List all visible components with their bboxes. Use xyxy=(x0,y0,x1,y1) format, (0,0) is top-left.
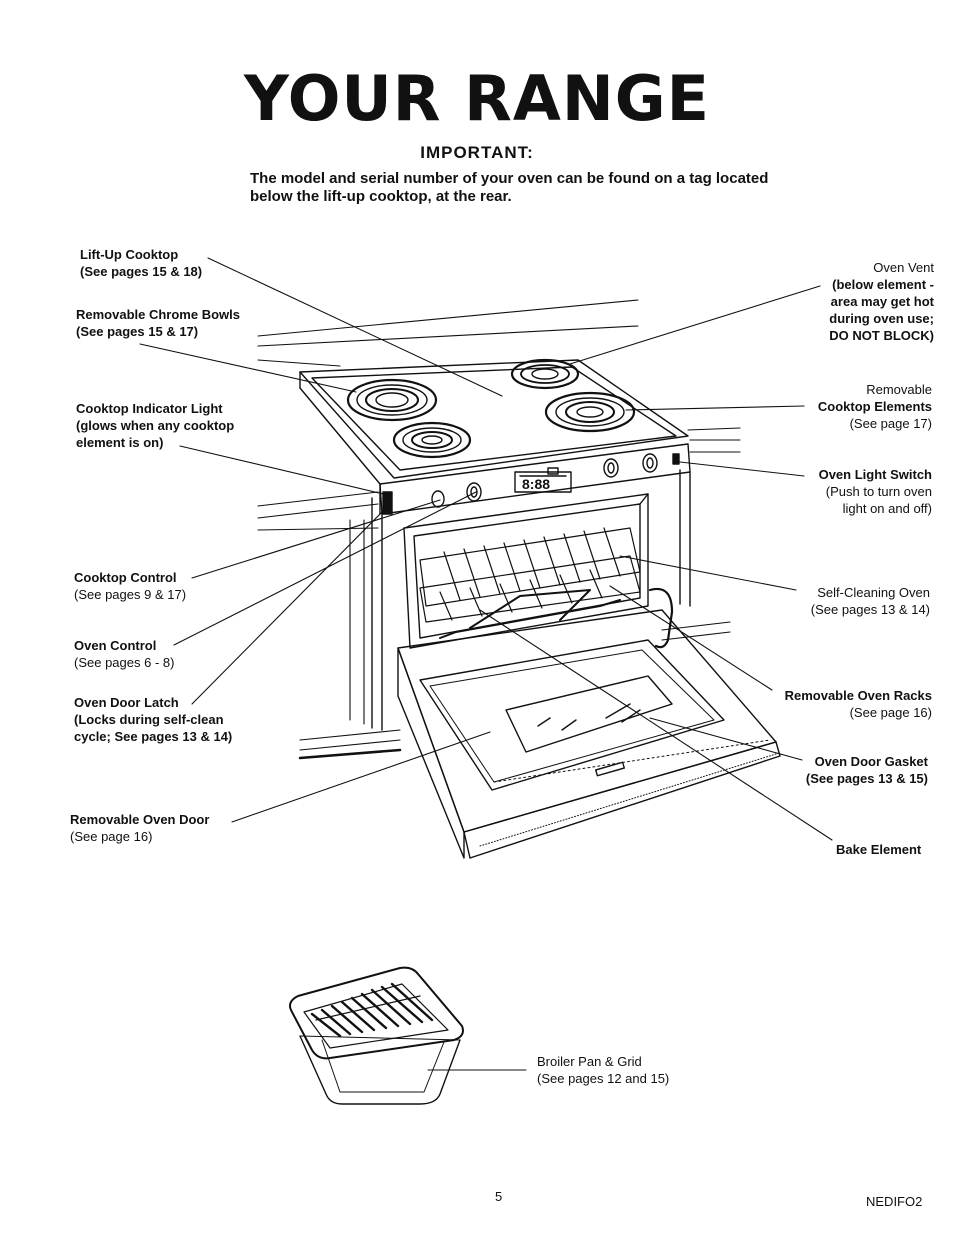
label-detail: (See page 16) xyxy=(849,705,932,720)
label-detail: cycle; See pages 13 & 14) xyxy=(74,729,233,744)
label-detail: (See pages 15 & 18) xyxy=(80,264,203,279)
label-oven-control: Oven Control (See pages 6 - 8) xyxy=(74,637,174,671)
label-lift-up-cooktop: Lift-Up Cooktop (See pages 15 & 18) xyxy=(80,246,202,280)
label-title: Oven Door Latch xyxy=(74,695,179,710)
label-removable-cooktop-elements: Removable Cooktop Elements (See page 17) xyxy=(818,381,932,432)
label-oven-light-switch: Oven Light Switch (Push to turn oven lig… xyxy=(819,466,932,517)
label-oven-door-latch: Oven Door Latch (Locks during self-clean… xyxy=(74,694,232,745)
cooktop xyxy=(299,359,689,485)
label-detail: (See pages 13 & 15) xyxy=(805,771,928,786)
label-detail: (See pages 12 and 15) xyxy=(537,1071,670,1086)
control-clock-display: 8:88 xyxy=(522,476,550,492)
important-note-line: below the lift-up cooktop, at the rear. xyxy=(250,188,512,205)
important-note-line: The model and serial number of your oven… xyxy=(250,170,769,187)
label-detail: (See pages 15 & 17) xyxy=(76,324,199,339)
oven-body xyxy=(371,469,691,731)
label-detail: (See pages 9 & 17) xyxy=(74,587,187,602)
label-bake-element: Bake Element xyxy=(836,841,921,858)
label-title: Removable Oven Door xyxy=(70,812,210,827)
label-self-cleaning-oven: Self-Cleaning Oven (See pages 13 & 14) xyxy=(811,584,930,618)
label-oven-vent: Oven Vent (below element - area may get … xyxy=(829,259,934,344)
page-number: 5 xyxy=(495,1189,503,1204)
label-title: Cooktop Indicator Light xyxy=(76,401,223,416)
label-title: Lift-Up Cooktop xyxy=(80,247,179,262)
label-detail: (below element - xyxy=(832,277,934,292)
label-detail: (Push to turn oven xyxy=(825,484,932,499)
label-detail: DO NOT BLOCK) xyxy=(829,328,934,343)
label-title: Broiler Pan & Grid xyxy=(537,1054,642,1069)
label-detail: (Locks during self-clean xyxy=(74,712,224,727)
label-detail: during oven use; xyxy=(829,311,934,326)
label-detail: area may get hot xyxy=(830,294,934,309)
label-detail: light on and off) xyxy=(842,501,932,516)
label-detail: (See pages 13 & 14) xyxy=(810,602,930,617)
oven-door xyxy=(397,609,781,859)
label-title: Removable xyxy=(866,382,932,397)
oven-side-handle xyxy=(648,587,674,649)
label-detail: (See pages 6 - 8) xyxy=(74,655,175,670)
document-code: NEDIFO2 xyxy=(866,1194,923,1209)
label-title: Oven Door Gasket xyxy=(814,754,928,769)
label-title: Oven Vent xyxy=(873,260,934,275)
leader-lines xyxy=(139,257,833,1071)
counter-lines xyxy=(257,299,741,760)
label-cooktop-control: Cooktop Control (See pages 9 & 17) xyxy=(74,569,186,603)
page-title: YOUR RANGE xyxy=(244,62,710,135)
label-title: Bake Element xyxy=(836,842,922,857)
label-broiler-pan-grid: Broiler Pan & Grid (See pages 12 and 15) xyxy=(537,1053,669,1087)
label-title: Cooktop Control xyxy=(74,570,177,585)
label-detail: (See page 16) xyxy=(70,829,153,844)
bake-element xyxy=(439,589,621,639)
cooktop-burners xyxy=(346,358,636,459)
oven-racks xyxy=(419,527,641,623)
label-cooktop-indicator-light: Cooktop Indicator Light (glows when any … xyxy=(76,400,234,451)
label-title: Oven Light Switch xyxy=(818,467,932,482)
label-title: Removable Oven Racks xyxy=(784,688,932,703)
label-removable-oven-racks: Removable Oven Racks (See page 16) xyxy=(785,687,932,721)
label-detail: element is on) xyxy=(76,435,164,450)
label-title: Oven Control xyxy=(74,638,157,653)
label-detail: (glows when any cooktop xyxy=(76,418,235,433)
label-title: Cooktop Elements xyxy=(817,399,932,414)
label-title: Self-Cleaning Oven xyxy=(817,585,930,600)
broiler-pan-illustration xyxy=(289,966,464,1105)
label-removable-oven-door: Removable Oven Door (See page 16) xyxy=(70,811,209,845)
important-heading: IMPORTANT: xyxy=(420,143,534,162)
label-oven-door-gasket: Oven Door Gasket (See pages 13 & 15) xyxy=(806,753,928,787)
important-note: The model and serial number of your oven… xyxy=(250,170,810,206)
label-title: Removable Chrome Bowls xyxy=(76,307,240,322)
label-removable-chrome-bowls: Removable Chrome Bowls (See pages 15 & 1… xyxy=(76,306,240,340)
label-detail: (See page 17) xyxy=(849,416,932,431)
